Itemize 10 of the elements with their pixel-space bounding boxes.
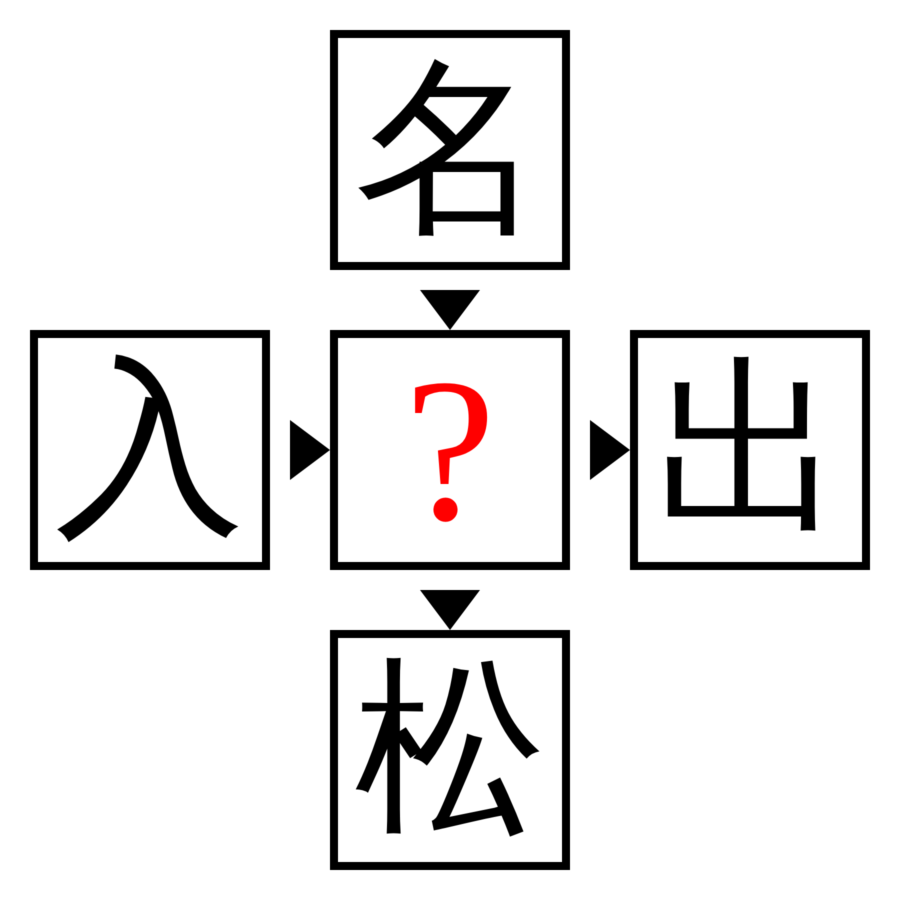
kanji-character: 出 — [655, 355, 845, 545]
character-box — [30, 330, 270, 570]
character-box — [630, 330, 870, 570]
character-box — [330, 330, 570, 570]
kanji-character: 入 — [55, 355, 245, 545]
character-box — [330, 630, 570, 870]
question-mark: ? — [404, 348, 496, 552]
kanji-character: 名 — [355, 55, 545, 245]
kanji-character: 松 — [355, 655, 545, 845]
character-box — [330, 30, 570, 270]
